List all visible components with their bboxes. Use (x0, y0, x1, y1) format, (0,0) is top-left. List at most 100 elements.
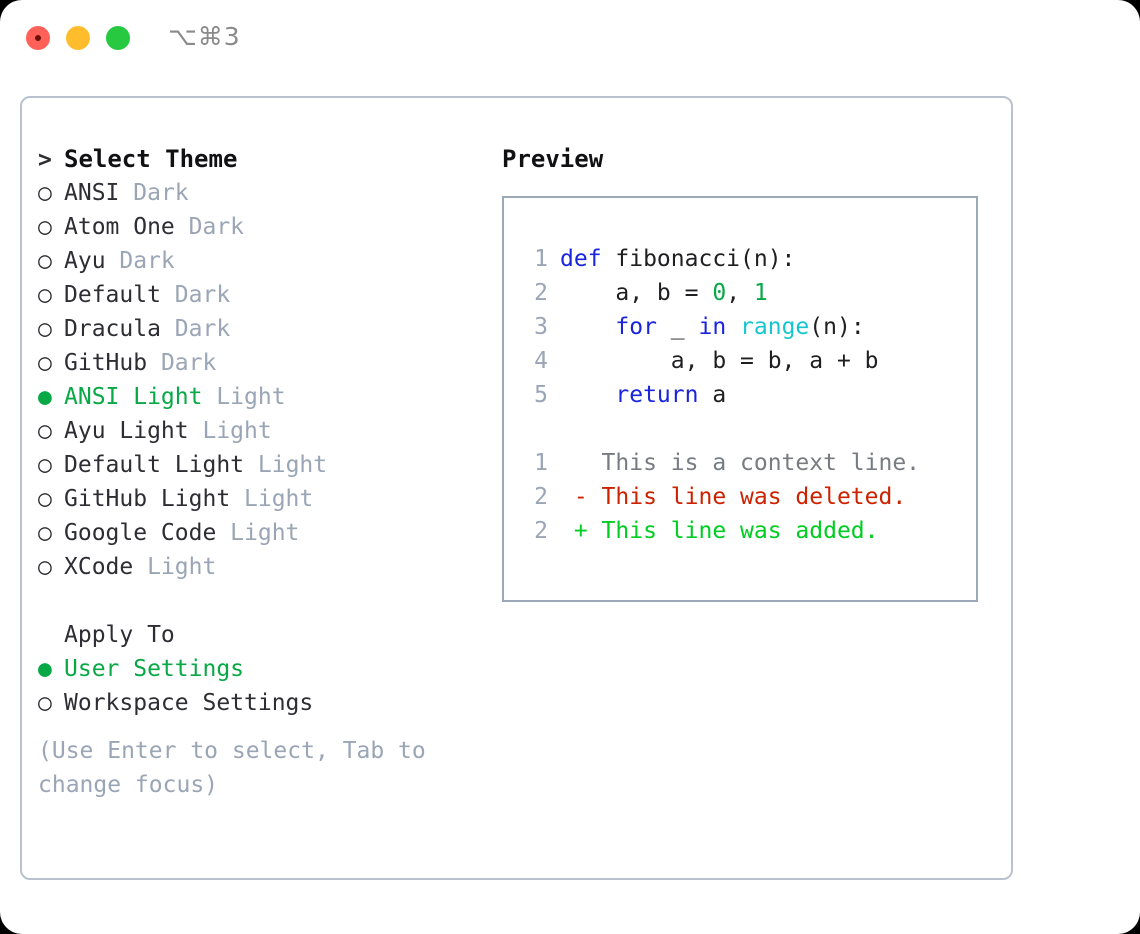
theme-option-ayu-light[interactable]: ○Ayu Light Light (38, 414, 488, 448)
select-theme-heading-label: Select Theme (64, 145, 238, 173)
title-bar: ⌥⌘3 (0, 0, 1140, 80)
theme-option-label: Atom One (64, 214, 189, 240)
code-line: 5 return a (522, 378, 976, 412)
theme-option-variant: Dark (160, 350, 217, 376)
diff-line-text: + This line was added. (560, 518, 879, 544)
code-token: (n): (809, 314, 865, 340)
theme-list-pane: >Select Theme ○ANSI Dark○Atom One Dark○A… (38, 142, 488, 802)
code-token (560, 314, 615, 340)
code-line: 4 a, b = b, a + b (522, 344, 976, 378)
theme-option-xcode[interactable]: ○ XCode Light (38, 550, 488, 584)
radio-selected-icon: ● (38, 656, 52, 682)
theme-option-variant: Dark (188, 214, 245, 240)
radio-unselected-icon: ○ (38, 452, 52, 478)
caret-icon: > (38, 147, 52, 173)
select-theme-heading: > Select Theme (38, 142, 488, 176)
code-token: , (726, 280, 754, 306)
radio-unselected-icon: ○ (38, 248, 52, 274)
diff-line-number: 2 (534, 484, 548, 510)
diff-line-added: 2 + This line was added. (522, 514, 976, 548)
diff-line-context: 1 This is a context line. (522, 446, 976, 480)
code-token: return (615, 382, 699, 408)
theme-option-atom-one[interactable]: ○ Atom One Dark (38, 210, 488, 244)
diff-line-deleted: 2 - This line was deleted. (522, 480, 976, 514)
apply-to-heading: Apply To (38, 618, 488, 652)
theme-option-label: Default Light (64, 452, 258, 478)
radio-unselected-icon: ○ (38, 214, 52, 240)
theme-option-ayu[interactable]: ○Ayu Dark (38, 244, 488, 278)
code-line: 1 def fibonacci(n): (522, 242, 976, 276)
diff-line-text: This is a context line. (560, 450, 921, 476)
theme-option-default[interactable]: ○Default Dark (38, 278, 488, 312)
theme-option-label: Google Code (64, 520, 231, 546)
radio-unselected-icon: ○ (38, 690, 52, 716)
code-token: a, b = b, a + b (560, 348, 879, 374)
code-token: 1 (753, 280, 768, 306)
theme-option-variant: Light (147, 554, 217, 580)
code-token: a (698, 382, 727, 408)
keyboard-hint: (Use Enter to select, Tab to change focu… (38, 738, 426, 798)
code-token (726, 314, 740, 340)
code-token: fibonacci(n): (601, 246, 796, 272)
code-line: 3 for _ in range(n): (522, 310, 976, 344)
apply-to-option-workspace-settings[interactable]: ○Workspace Settings (38, 686, 488, 720)
theme-option-ansi[interactable]: ○ANSI Dark (38, 176, 488, 210)
apply-to-option-user-settings[interactable]: ● User Settings (38, 652, 488, 686)
theme-option-github-light[interactable]: ○ GitHub Light Light (38, 482, 488, 516)
theme-option-variant: Light (257, 452, 328, 478)
theme-option-label: GitHub (64, 350, 161, 376)
radio-unselected-icon: ○ (38, 316, 52, 342)
theme-option-label: ANSI Light (64, 384, 217, 410)
apply-to-heading-label: Apply To (64, 622, 175, 648)
theme-option-label: Ayu Light (64, 418, 203, 444)
theme-option-variant: Dark (174, 282, 231, 308)
theme-option-default-light[interactable]: ○ Default Light Light (38, 448, 488, 482)
radio-unselected-icon: ○ (38, 350, 52, 376)
theme-option-google-code[interactable]: ○ Google Code Light (38, 516, 488, 550)
radio-selected-icon: ● (38, 384, 52, 410)
theme-option-label: Ayu (64, 248, 120, 274)
theme-option-variant: Dark (133, 180, 189, 206)
diff-line-text: - This line was deleted. (560, 484, 907, 510)
code-line-number: 3 (534, 314, 548, 340)
radio-unselected-icon: ○ (38, 520, 52, 546)
apply-to-option-label: User Settings (64, 656, 245, 682)
code-line: 2 a, b = 0, 1 (522, 276, 976, 310)
list-spacer (38, 584, 488, 618)
radio-unselected-icon: ○ (38, 282, 52, 308)
code-token: def (560, 246, 602, 272)
radio-unselected-icon: ○ (38, 486, 52, 512)
theme-picker-card: >Select Theme ○ANSI Dark○Atom One Dark○A… (20, 96, 1013, 880)
theme-option-variant: Light (202, 418, 272, 444)
preview-title: Preview (502, 145, 604, 173)
theme-option-variant: Light (230, 520, 300, 546)
theme-option-github[interactable]: ○ GitHub Dark (38, 346, 488, 380)
theme-option-dracula[interactable]: ○ Dracula Dark (38, 312, 488, 346)
window-close-button[interactable] (26, 26, 50, 50)
code-line-number: 1 (534, 246, 548, 272)
code-line-number: 5 (534, 382, 548, 408)
theme-option-label: GitHub Light (64, 486, 245, 512)
code-diff-separator (522, 412, 976, 446)
code-token: for (615, 314, 657, 340)
code-token: _ (656, 314, 699, 340)
theme-option-variant: Light (244, 486, 314, 512)
radio-unselected-icon: ○ (38, 180, 52, 206)
theme-option-ansi-light[interactable]: ●ANSI Light Light (38, 380, 488, 414)
code-token: range (740, 314, 810, 340)
window-minimize-button[interactable] (66, 26, 90, 50)
code-token: 0 (712, 280, 727, 306)
theme-option-label: Dracula (64, 316, 175, 342)
code-line-number: 2 (534, 280, 548, 306)
code-token: in (698, 314, 727, 340)
window-maximize-button[interactable] (106, 26, 130, 50)
theme-option-label: XCode (64, 554, 148, 580)
diff-line-number: 2 (534, 518, 548, 544)
code-line-number: 4 (534, 348, 548, 374)
theme-option-variant: Dark (174, 316, 231, 342)
diff-line-number: 1 (534, 450, 548, 476)
radio-unselected-icon: ○ (38, 554, 52, 580)
